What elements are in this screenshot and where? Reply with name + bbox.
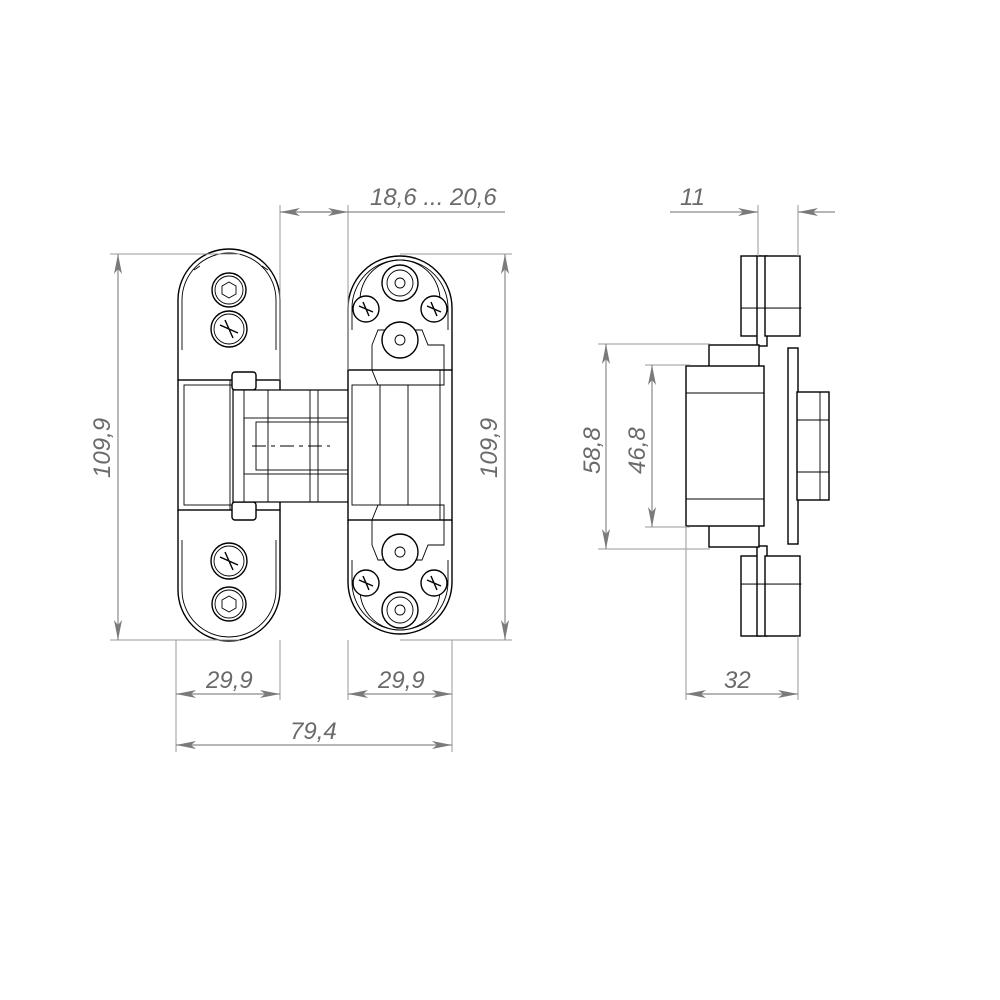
hex-screw-icon	[381, 591, 419, 629]
dim-side-depth: 32	[685, 526, 799, 700]
dim-label-leaf-left: 29,9	[205, 667, 253, 694]
dim-label-leaf-right: 29,9	[377, 667, 425, 694]
dim-label-height-right: 109,9	[476, 418, 503, 478]
dim-label-side-thickness: 11	[680, 184, 705, 211]
hex-screw-icon	[211, 272, 247, 308]
dim-label-height-left: 109,9	[89, 418, 116, 478]
dim-side-inner-height: 46,8	[624, 364, 690, 528]
dim-label-side-inner-height: 46,8	[624, 427, 651, 474]
phillips-screw-icon	[210, 310, 248, 348]
phillips-screw-icon	[420, 569, 448, 597]
dim-height-left: 109,9	[89, 253, 240, 641]
dim-top-gap: 18,6 ... 20,6	[279, 184, 505, 380]
dim-side-outer-height: 58,8	[579, 343, 710, 550]
dim-label-side-depth: 32	[724, 667, 751, 694]
hex-screw-icon	[211, 586, 247, 622]
dim-overall-width: 79,4	[176, 718, 452, 749]
left-leaf	[177, 248, 281, 642]
phillips-screw-icon	[352, 569, 380, 597]
right-leaf	[347, 255, 453, 635]
dim-leaf-width-left: 29,9	[175, 640, 281, 752]
dim-label-side-outer-height: 58,8	[579, 427, 606, 474]
dim-side-thickness: 11	[670, 184, 835, 256]
hex-screw-icon	[381, 321, 419, 359]
dim-label-overall-width: 79,4	[290, 718, 337, 745]
side-view	[685, 255, 830, 637]
hex-screw-icon	[381, 533, 419, 571]
dim-height-right: 109,9	[400, 253, 512, 641]
phillips-screw-icon	[352, 295, 380, 323]
hex-screw-icon	[381, 264, 419, 302]
dim-label-top-gap: 18,6 ... 20,6	[370, 184, 497, 211]
phillips-screw-icon	[420, 295, 448, 323]
phillips-screw-icon	[210, 542, 248, 580]
dim-leaf-width-right: 29,9	[347, 640, 453, 752]
